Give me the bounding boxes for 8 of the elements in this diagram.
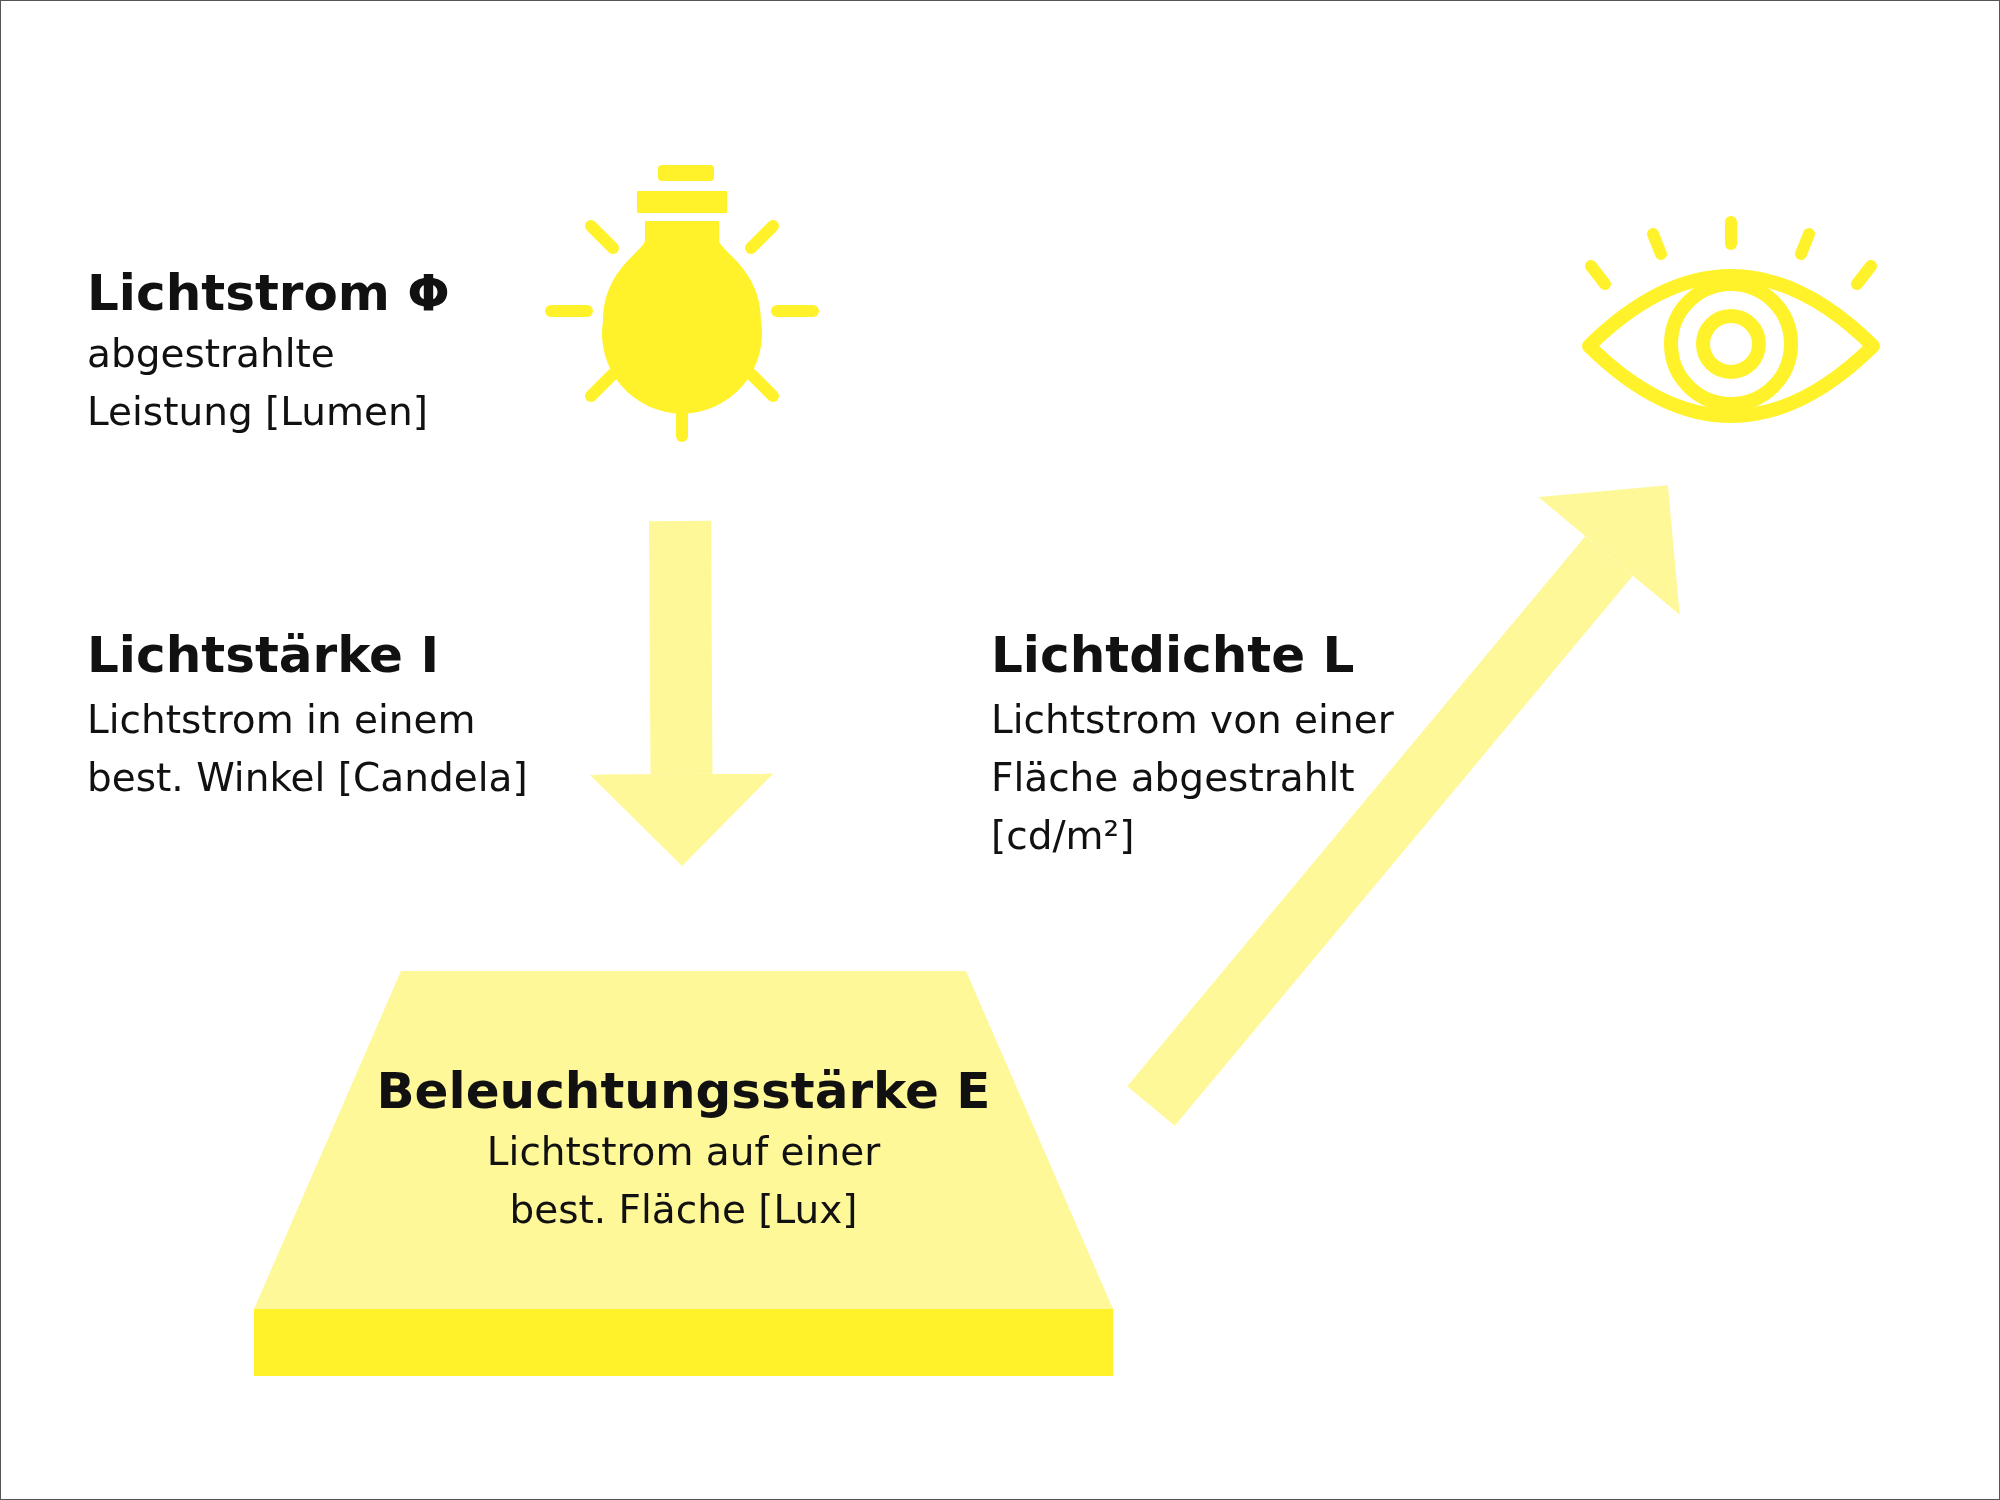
node-description: abgestrahlte Leistung [Lumen] — [87, 330, 429, 436]
node-heading: Lichtstrom Φ — [87, 263, 451, 323]
block-arrow — [589, 520, 774, 866]
edge-label: Lichtdichte L Lichtstrom von einer Fläche abgestrahlt [cd/m²] — [991, 625, 1395, 860]
node-heading: Beleuchtungsstärke E — [376, 1061, 991, 1121]
block-arrow — [1127, 485, 1680, 1126]
edge-label: Lichtstärke I Lichtstrom in einem best. Winkel [Candela] — [87, 625, 529, 802]
node-description: Lichtstrom auf einer best. Fläche [Lux] — [485, 1128, 882, 1234]
